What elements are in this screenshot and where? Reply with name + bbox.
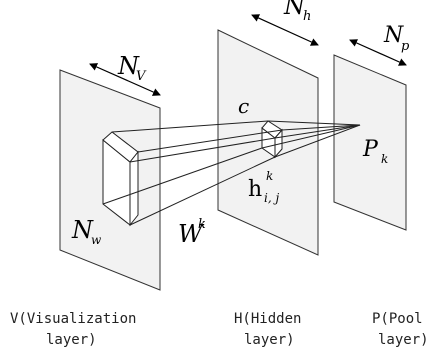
nv-dimension-arrow	[89, 63, 161, 96]
nw-label: N	[71, 216, 94, 244]
caption-visualization-line1: V(Visualization	[10, 311, 136, 327]
caption-pool-line1: P(Pool	[372, 311, 423, 327]
h-label: h	[248, 177, 262, 202]
pk-label-sub: k	[381, 152, 388, 166]
c-label: c	[238, 94, 249, 118]
nh-dimension-arrow	[251, 14, 319, 46]
projection-lines-h-to-p	[261, 120, 361, 158]
np-label-sub: p	[401, 39, 410, 54]
nv-label: N	[117, 52, 140, 80]
h-label-sub: i, j	[264, 191, 279, 205]
caption-hidden-line2: layer)	[244, 332, 295, 348]
caption-pool-line2: layer)	[378, 332, 429, 348]
nv-label-sub: V	[136, 69, 147, 84]
nw-label-sub: w	[91, 233, 102, 247]
h-label-sup: k	[266, 169, 273, 183]
caption-visualization-line2: layer)	[46, 332, 97, 348]
nh-label-sub: h	[303, 9, 311, 24]
np-label: N	[383, 23, 404, 48]
pool-layer-plane	[333, 54, 407, 231]
wk-label-sup: k	[198, 217, 206, 232]
nh-label: N	[283, 0, 306, 20]
caption-hidden-line1: H(Hidden	[234, 311, 301, 327]
np-dimension-arrow	[349, 39, 407, 66]
wk-label: W	[178, 220, 205, 248]
pk-label: P	[362, 137, 379, 162]
hidden-unit-box	[261, 120, 283, 159]
projection-lines-v-to-h	[102, 120, 283, 226]
